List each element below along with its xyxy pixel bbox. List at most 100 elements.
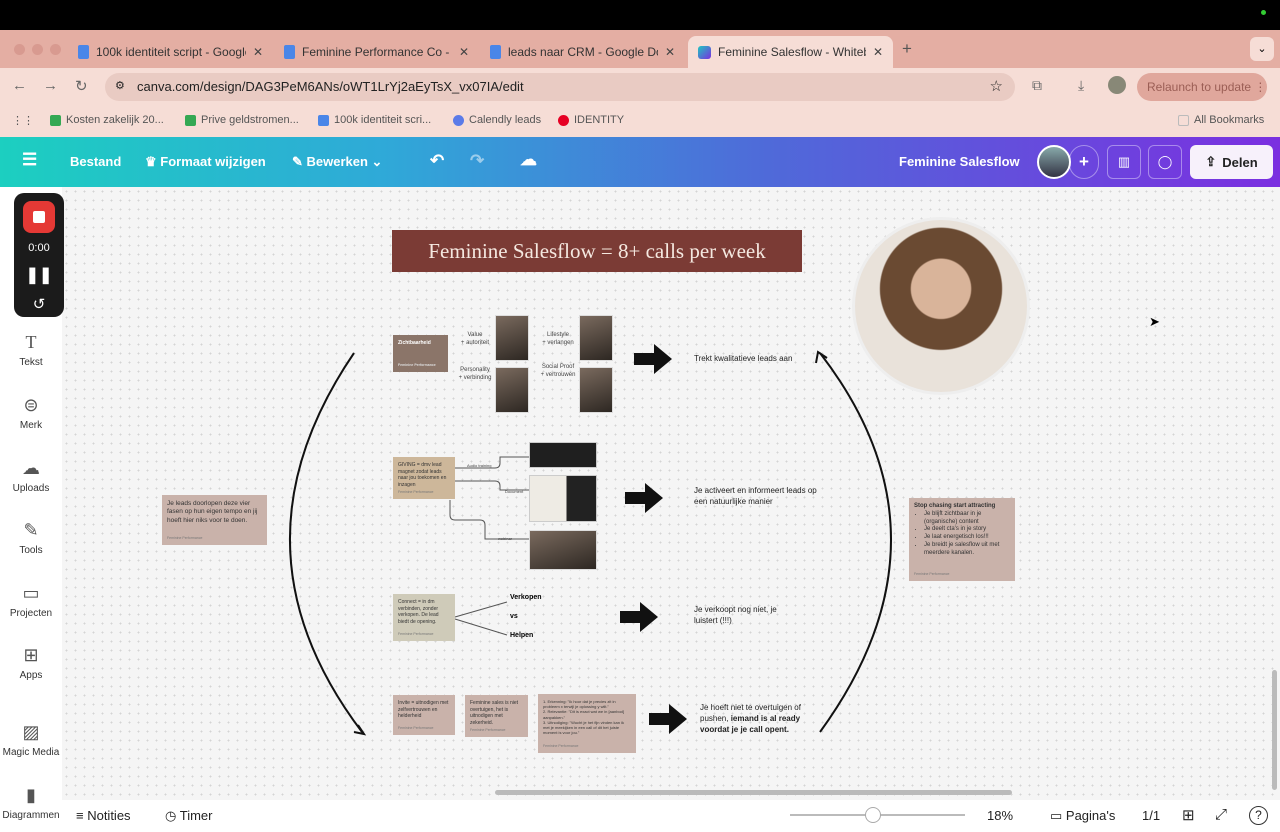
browser-tab[interactable]: leads naar CRM - Google Docs✕ <box>480 36 685 68</box>
stop-icon <box>33 211 45 223</box>
chart-icon: ▮ <box>26 785 36 805</box>
timer-button[interactable]: ◷ Timer <box>165 808 213 823</box>
content-thumbnail[interactable] <box>495 315 529 361</box>
invite-steps-card[interactable]: 1. Erkenning: "Ik hoor dat je precies zi… <box>538 694 636 753</box>
forward-icon[interactable]: → <box>43 77 58 94</box>
redo-icon[interactable]: ↷ <box>470 151 485 170</box>
grid-view-icon[interactable]: ⊞ <box>1182 807 1195 824</box>
zoom-slider[interactable] <box>790 807 965 823</box>
browser-tab[interactable]: Feminine Performance Co - Google Docs✕ <box>274 36 479 68</box>
reload-icon[interactable]: ↻ <box>75 78 88 95</box>
sidebar-item-uploads[interactable]: ☁Uploads <box>0 458 62 494</box>
browser-tab[interactable]: 100k identiteit script - Google Docs✕ <box>68 36 273 68</box>
all-bookmarks[interactable]: All Bookmarks <box>1178 114 1264 126</box>
content-thumbnail[interactable] <box>579 315 613 361</box>
comment-icon[interactable]: ◯ <box>1148 145 1182 179</box>
versus-label: vs <box>510 613 518 620</box>
pages-icon: ▭ <box>1050 808 1066 823</box>
content-thumbnail[interactable] <box>579 367 613 413</box>
brand-icon: ⊜ <box>23 395 39 415</box>
zoom-level[interactable]: 18% <box>987 808 1014 823</box>
recording-timer: 0:00 <box>28 242 50 254</box>
restart-icon[interactable]: ↺ <box>32 296 46 313</box>
bookmark[interactable]: 100k identiteit scri... <box>318 114 431 126</box>
stage-card-connect[interactable]: Connect = in dm verbinden, zonder verkop… <box>393 594 455 641</box>
stage-card-giving[interactable]: GIVING = dmv lead magnet zodat leads naa… <box>393 457 455 499</box>
collaborator-avatar[interactable] <box>1037 145 1071 179</box>
close-tab-icon[interactable]: ✕ <box>458 45 469 59</box>
content-label: Lifestyle + verlangen <box>542 332 574 346</box>
document-thumbnail[interactable] <box>529 475 597 522</box>
stage-card-invite[interactable]: Invite = uitnodigen met zelfvertrouwen e… <box>393 695 455 735</box>
bookmark[interactable]: IDENTITY <box>558 114 624 126</box>
bookmark[interactable]: Calendly leads <box>453 114 541 126</box>
pause-icon[interactable]: ❚❚ <box>25 267 53 284</box>
sidebar-item-brand[interactable]: ⊜Merk <box>0 395 62 431</box>
window-minimize-button[interactable] <box>32 44 43 55</box>
bookmark[interactable]: Prive geldstromen... <box>185 114 299 126</box>
window-close-button[interactable] <box>14 44 25 55</box>
stage-card-quote[interactable]: Feminine sales is niet overtuigen, het i… <box>465 695 528 737</box>
back-icon[interactable]: ← <box>12 77 27 94</box>
webinar-thumbnail[interactable] <box>529 530 597 570</box>
insights-icon[interactable]: ▥ <box>1107 145 1141 179</box>
content-label: Value + autoriteit <box>460 332 490 346</box>
tab-search-chevron-icon[interactable]: ⌄ <box>1250 37 1274 61</box>
new-tab-icon[interactable]: + <box>902 39 912 58</box>
close-tab-icon[interactable]: ✕ <box>664 45 675 59</box>
text-icon: T <box>25 332 37 352</box>
content-thumbnail[interactable] <box>495 367 529 413</box>
close-tab-icon[interactable]: ✕ <box>872 45 883 59</box>
google-sheets-icon <box>185 114 196 126</box>
extensions-icon[interactable]: ⧉ <box>1032 77 1042 93</box>
bookmark-star-icon[interactable]: ☆ <box>989 78 1003 95</box>
help-icon[interactable]: ? <box>1249 806 1268 825</box>
left-note[interactable]: Je leads doorlopen deze vier fasen op hu… <box>162 495 267 545</box>
site-settings-icon[interactable]: ⚙ <box>115 80 125 92</box>
undo-icon[interactable]: ↶ <box>430 151 445 170</box>
crown-icon: ♛ <box>145 154 161 169</box>
file-menu-button[interactable]: Bestand <box>70 154 122 169</box>
close-tab-icon[interactable]: ✕ <box>252 45 263 59</box>
right-arrow-icon <box>620 602 658 632</box>
share-button[interactable]: ⇪Delen <box>1190 145 1273 179</box>
pages-button[interactable]: ▭ Pagina's <box>1050 808 1116 823</box>
relaunch-to-update-button[interactable]: Relaunch to update ⋮ <box>1137 73 1267 101</box>
browser-tab-active[interactable]: Feminine Salesflow - Whiteboard✕ <box>688 36 893 68</box>
url-input[interactable]: ⚙canva.com/design/DAG3PeM6ANs/oWT1LrYj2a… <box>105 73 1015 101</box>
download-icon[interactable]: ⤓ <box>1078 77 1085 93</box>
menu-icon[interactable]: ☰ <box>22 150 38 169</box>
zoom-slider-handle[interactable] <box>865 807 881 823</box>
stop-recording-button[interactable] <box>23 201 55 233</box>
design-title[interactable]: Feminine Salesflow <box>899 154 1020 169</box>
window-maximize-button[interactable] <box>50 44 61 55</box>
upload-icon: ☁ <box>22 458 40 478</box>
pencil-icon: ✎ <box>292 154 307 169</box>
fullscreen-icon[interactable]: ⤢ <box>1215 806 1228 823</box>
sidebar-item-magic-media[interactable]: ▨Magic Media <box>0 722 62 758</box>
edit-mode-button[interactable]: ✎ Bewerken ⌄ <box>292 154 383 169</box>
notes-button[interactable]: ≡ Notities <box>76 808 131 823</box>
cloud-saved-icon[interactable]: ☁ <box>520 150 537 169</box>
horizontal-scrollbar[interactable] <box>495 790 1012 795</box>
sidebar-item-apps[interactable]: ⊞Apps <box>0 645 62 681</box>
audio-training-thumbnail[interactable] <box>529 442 597 468</box>
vertical-scrollbar[interactable] <box>1272 670 1277 790</box>
resize-button[interactable]: ♛ Formaat wijzigen <box>145 154 266 169</box>
bookmark[interactable]: Kosten zakelijk 20... <box>50 114 164 126</box>
arrowhead <box>353 724 367 736</box>
add-collaborator-icon[interactable]: + <box>1069 145 1099 179</box>
right-note[interactable]: Stop chasing start attracting Je blijft … <box>909 498 1015 581</box>
board-title[interactable]: Feminine Salesflow = 8+ calls per week <box>392 230 802 272</box>
content-label: Social Proof + vertrouwen <box>540 364 576 378</box>
google-docs-icon <box>490 45 501 59</box>
whiteboard-canvas[interactable]: Feminine Salesflow = 8+ calls per week ➤… <box>62 187 1280 800</box>
sidebar-item-charts[interactable]: ▮Diagrammen <box>0 785 62 821</box>
stage-outcome: Je hoeft niet te overtuigen of pushen, i… <box>700 703 801 735</box>
sidebar-item-projects[interactable]: ▭Projecten <box>0 583 62 619</box>
apps-grid-icon[interactable]: ⋮⋮ <box>12 115 34 127</box>
sidebar-item-tools[interactable]: ✎Tools <box>0 520 62 556</box>
profile-avatar[interactable] <box>1108 76 1126 94</box>
